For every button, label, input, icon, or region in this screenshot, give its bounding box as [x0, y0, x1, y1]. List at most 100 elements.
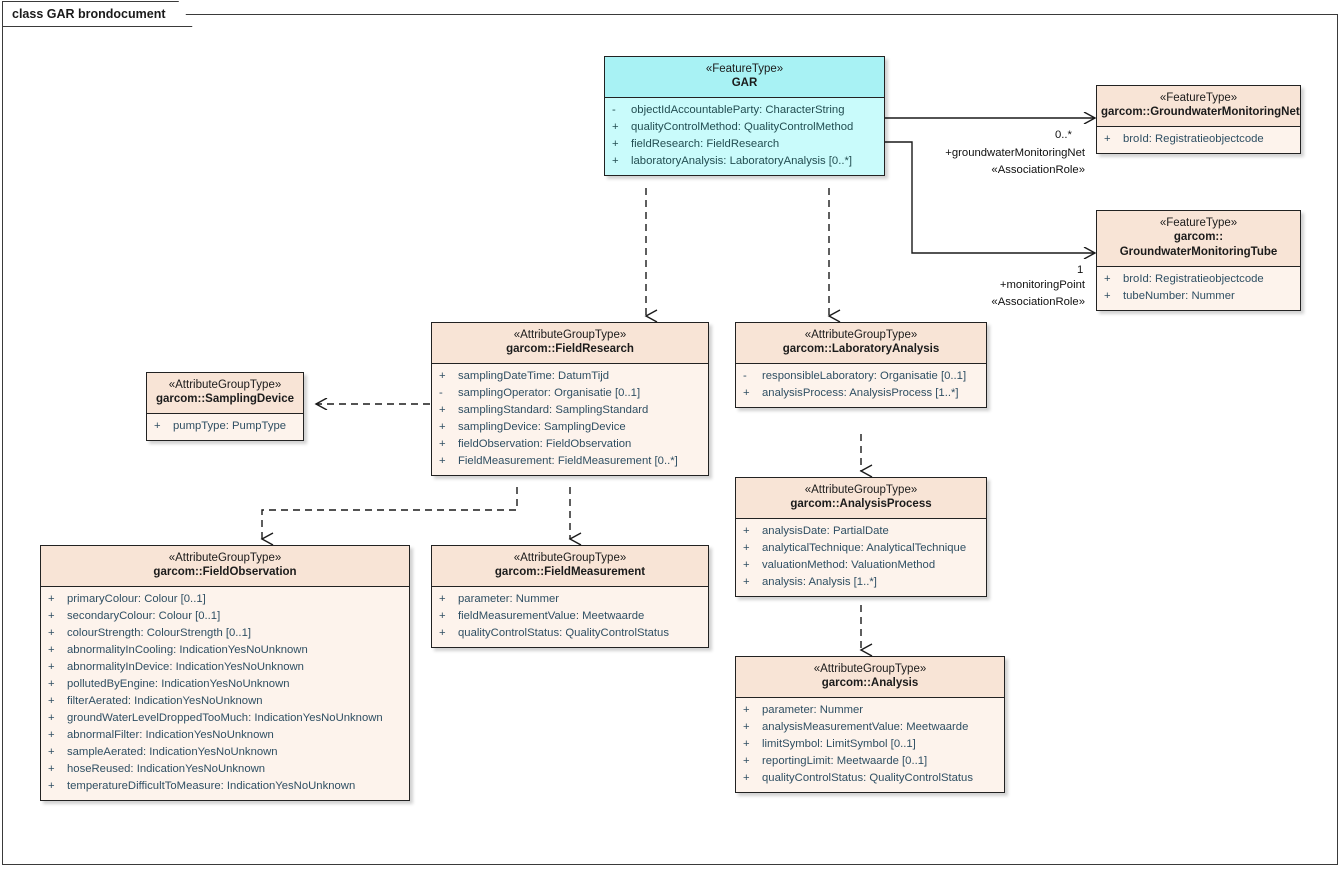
- attribute-row: + parameter: Nummer: [432, 591, 708, 608]
- stereotype-label: «AttributeGroupType»: [804, 329, 918, 341]
- class-name: garcom::FieldMeasurement: [494, 566, 646, 578]
- attribute-row: +reportingLimit: Meetwaarde [0..1]: [736, 753, 1004, 770]
- attribute-text: primaryColour: Colour [0..1]: [67, 593, 206, 605]
- stereotype-label: «FeatureType»: [1159, 92, 1238, 104]
- visibility-marker: +: [439, 438, 446, 450]
- attribute-text: responsibleLaboratory: Organisatie [0..1…: [762, 370, 967, 382]
- class-name: garcom::GroundwaterMonitoringNet: [1101, 106, 1300, 118]
- class-gar[interactable]: «FeatureType» GAR -objectIdAccountablePa…: [604, 56, 885, 176]
- visibility-marker: +: [48, 729, 55, 741]
- attribute-text: qualityControlStatus: QualityControlStat…: [458, 627, 669, 639]
- stereotype-label: «FeatureType»: [705, 63, 784, 75]
- attribute-text: secondaryColour: Colour [0..1]: [67, 610, 221, 622]
- attribute-row: +samplingStandard: SamplingStandard: [432, 402, 708, 419]
- class-fieldobservation[interactable]: «AttributeGroupType» garcom::FieldObserv…: [40, 545, 410, 801]
- visibility-marker: +: [48, 593, 55, 605]
- attribute-row: +filterAerated: IndicationYesNoUnknown: [41, 693, 409, 710]
- visibility-marker: +: [48, 627, 55, 639]
- visibility-marker: +: [743, 559, 750, 571]
- attribute-row: +pollutedByEngine: IndicationYesNoUnknow…: [41, 676, 409, 693]
- visibility-marker: +: [439, 593, 446, 605]
- visibility-marker: +: [743, 721, 750, 733]
- attribute-text: qualityControlMethod: QualityControlMeth…: [631, 121, 854, 133]
- class-analysis[interactable]: «AttributeGroupType» garcom::Analysis +p…: [735, 656, 1005, 793]
- attribute-row: +parameter: Nummer: [736, 702, 1004, 719]
- attribute-row: +abnormalityInDevice: IndicationYesNoUnk…: [41, 659, 409, 676]
- stereotype-label: «FeatureType»: [1159, 217, 1238, 229]
- class-groundwatermonitoringtube-attributes: +broId: Registratieobjectcode +tubeNumbe…: [1097, 267, 1300, 310]
- attribute-row: +broId: Registratieobjectcode: [1097, 131, 1300, 148]
- visibility-marker: +: [743, 542, 750, 554]
- attribute-row: +analysisProcess: AnalysisProcess [1..*]: [736, 385, 986, 402]
- attribute-row: +samplingDevice: SamplingDevice: [432, 419, 708, 436]
- multiplicity-groundwatermonitoringnet: 0..*: [1055, 129, 1072, 141]
- attribute-row: + valuationMethod: ValuationMethod: [736, 557, 986, 574]
- attribute-text: groundWaterLevelDroppedTooMuch: Indicati…: [67, 712, 383, 724]
- attribute-text: FieldMeasurement: FieldMeasurement [0..*…: [458, 455, 678, 467]
- class-name: garcom::SamplingDevice: [155, 393, 295, 405]
- class-groundwatermonitoringnet[interactable]: «FeatureType» garcom::GroundwaterMonitor…: [1096, 85, 1301, 154]
- attribute-text: limitSymbol: LimitSymbol [0..1]: [762, 738, 916, 750]
- visibility-marker: +: [612, 155, 619, 167]
- visibility-marker: +: [612, 121, 619, 133]
- attribute-text: parameter: Nummer: [458, 593, 560, 605]
- visibility-marker: +: [154, 420, 161, 432]
- class-groundwatermonitoringtube[interactable]: «FeatureType» garcom:: GroundwaterMonito…: [1096, 210, 1301, 311]
- visibility-marker: +: [48, 678, 55, 690]
- class-analysis-attributes: +parameter: Nummer + analysisMeasurementV…: [736, 698, 1004, 792]
- class-fieldresearch[interactable]: «AttributeGroupType» garcom::FieldResear…: [431, 322, 709, 476]
- stereotype-label: «AttributeGroupType»: [168, 552, 282, 564]
- visibility-marker: +: [48, 695, 55, 707]
- visibility-marker: -: [743, 370, 747, 382]
- class-analysis-header: «AttributeGroupType» garcom::Analysis: [736, 657, 1004, 698]
- attribute-row: +limitSymbol: LimitSymbol [0..1]: [736, 736, 1004, 753]
- visibility-marker: +: [48, 763, 55, 775]
- stereotype-associationrole-tube: «AssociationRole»: [991, 296, 1085, 308]
- visibility-marker: +: [439, 404, 446, 416]
- attribute-row: +tubeNumber: Nummer: [1097, 288, 1300, 305]
- role-groundwatermonitoringnet: +groundwaterMonitoringNet: [945, 147, 1085, 159]
- visibility-marker: +: [48, 661, 55, 673]
- class-gar-header: «FeatureType» GAR: [605, 57, 884, 98]
- attribute-row: +samplingDateTime: DatumTijd: [432, 368, 708, 385]
- attribute-row: +hoseReused: IndicationYesNoUnknown: [41, 761, 409, 778]
- attribute-text: analyticalTechnique: AnalyticalTechnique: [762, 542, 967, 554]
- attribute-text: reportingLimit: Meetwaarde [0..1]: [762, 755, 928, 767]
- visibility-marker: +: [439, 610, 446, 622]
- stereotype-label: «AttributeGroupType»: [813, 663, 927, 675]
- visibility-marker: +: [743, 525, 750, 537]
- attribute-row: + analyticalTechnique: AnalyticalTechniqu…: [736, 540, 986, 557]
- attribute-row: +analysis: Analysis [1..*]: [736, 574, 986, 591]
- class-fieldobservation-attributes: + primaryColour: Colour [0..1] + secondary…: [41, 587, 409, 800]
- attribute-row: +abnormalityInCooling: IndicationYesNoUn…: [41, 642, 409, 659]
- attribute-text: fieldMeasurementValue: Meetwaarde: [458, 610, 645, 622]
- attribute-text: analysisMeasurementValue: Meetwaarde: [762, 721, 969, 733]
- visibility-marker: +: [1104, 273, 1111, 285]
- attribute-text: temperatureDifficultToMeasure: Indicatio…: [67, 780, 356, 792]
- class-fieldmeasurement-attributes: + parameter: Nummer + fieldMeasurementValu…: [432, 587, 708, 647]
- class-samplingdevice[interactable]: «AttributeGroupType» garcom::SamplingDev…: [146, 372, 304, 441]
- attribute-text: valuationMethod: ValuationMethod: [762, 559, 936, 571]
- class-name: garcom::LaboratoryAnalysis: [782, 343, 940, 355]
- class-analysisprocess-header: «AttributeGroupType» garcom::AnalysisPro…: [736, 478, 986, 519]
- attribute-row: +qualityControlStatus: QualityControlSta…: [432, 625, 708, 642]
- class-laboratoryanalysis[interactable]: «AttributeGroupType» garcom::LaboratoryA…: [735, 322, 987, 408]
- class-name: garcom::Analysis: [821, 677, 919, 689]
- attribute-row: +temperatureDifficultToMeasure: Indicati…: [41, 778, 409, 795]
- class-fieldmeasurement[interactable]: «AttributeGroupType» garcom::FieldMeasur…: [431, 545, 709, 648]
- class-groundwatermonitoringnet-attributes: +broId: Registratieobjectcode: [1097, 127, 1300, 153]
- visibility-marker: -: [439, 387, 443, 399]
- class-analysisprocess[interactable]: «AttributeGroupType» garcom::AnalysisPro…: [735, 477, 987, 597]
- attribute-text: analysisDate: PartialDate: [762, 525, 889, 537]
- class-samplingdevice-attributes: +pumpType: PumpType: [147, 414, 303, 440]
- attribute-text: fieldResearch: FieldResearch: [631, 138, 780, 150]
- attribute-row: +laboratoryAnalysis: LaboratoryAnalysis …: [605, 153, 884, 170]
- attribute-text: samplingOperator: Organisatie [0..1]: [458, 387, 641, 399]
- visibility-marker: +: [439, 421, 446, 433]
- class-name: GAR: [731, 77, 758, 89]
- visibility-marker: +: [439, 370, 446, 382]
- attribute-row: +groundWaterLevelDroppedTooMuch: Indicat…: [41, 710, 409, 727]
- visibility-marker: +: [743, 704, 750, 716]
- attribute-row: - responsibleLaboratory: Organisatie [0..…: [736, 368, 986, 385]
